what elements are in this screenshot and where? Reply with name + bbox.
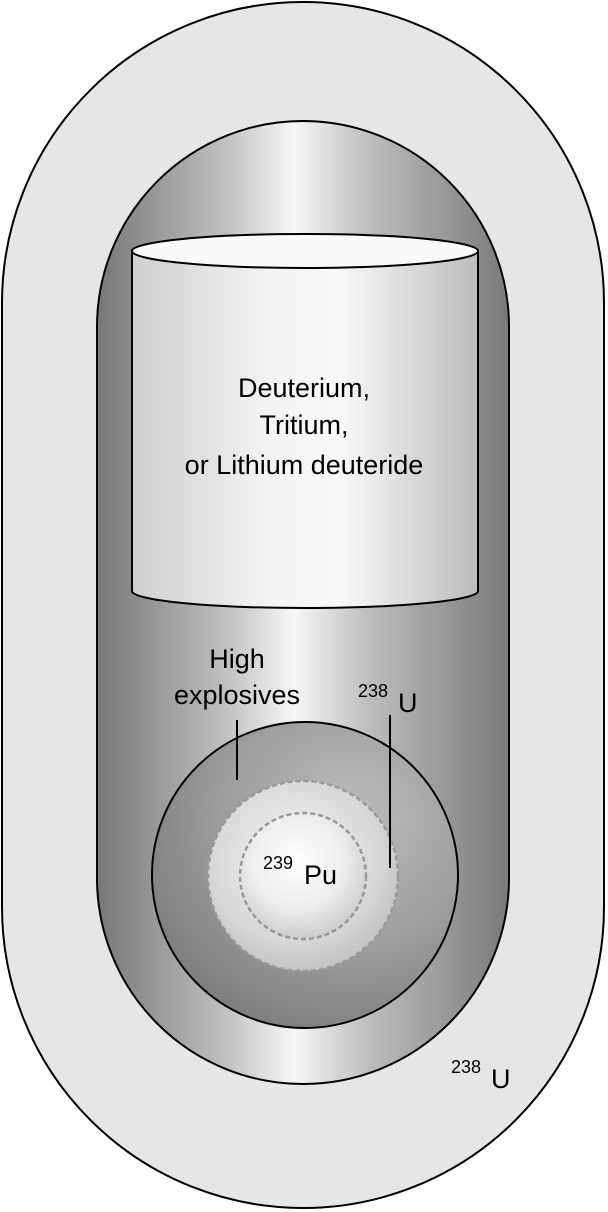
plutonium-mass: 239 [263,853,293,873]
fusion-fuel-label-line1: Deuterium, [238,373,370,403]
plutonium-pit [238,811,368,941]
fusion-fuel-label-line3: or Lithium deuteride [185,450,424,480]
inner-uranium-mass: 238 [358,681,388,701]
inner-uranium-label: 238 U [358,681,418,718]
fusion-fuel-label-line2: Tritium, [260,410,349,440]
high-explosives-label-line2: explosives [174,680,300,710]
casing-uranium-symbol: U [491,1064,511,1094]
fusion-fuel-cylinder [131,233,479,609]
casing-uranium-mass: 238 [451,1057,481,1077]
plutonium-label: 239 Pu [263,853,337,890]
inner-uranium-symbol: U [398,688,418,718]
high-explosives-label-line1: High [209,644,265,674]
casing-uranium-label: 238 U [451,1057,511,1094]
plutonium-symbol: Pu [304,860,337,890]
